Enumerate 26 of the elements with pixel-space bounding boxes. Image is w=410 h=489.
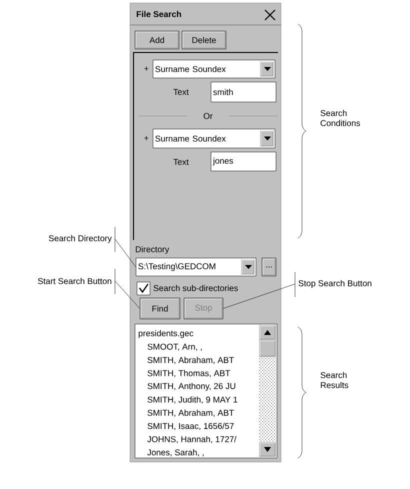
dropdown: S:\Testing\GEDCOM (136, 258, 256, 276)
brace-label: Search Conditions (320, 110, 360, 126)
button: Add (134, 30, 180, 50)
leader-line (114, 238, 136, 268)
dropdown: Surname Soundex (152, 60, 276, 78)
input-field: jones (210, 152, 276, 172)
input-field: smith (210, 82, 276, 102)
button: Delete (182, 30, 226, 50)
plus-sign: + (144, 136, 148, 140)
leader-line (114, 280, 140, 309)
button: Stop (184, 298, 224, 320)
field-label: Directory (136, 246, 170, 254)
results-list: presidents.gec SMOOT, Arn, , SMITH, Abraham, ABT SMITH, Thomas, ABT SMITH, Anthony, 26 JU SMITH, Judith, 9 MAY 1 SMITH, Abraham, ABT SMITH, Isaac, 1656/57 JOHNS, Hannah, 1727/ Jones, Sarah, , (138, 325, 276, 457)
checkbox-label: Search sub-directories (154, 284, 238, 292)
button: ... (262, 258, 276, 276)
brace-label: Search Results (320, 372, 348, 388)
plus-sign: + (144, 66, 148, 71)
callout-text: Search Directory (48, 235, 112, 243)
callout-text: Stop Search Button (298, 280, 372, 288)
dropdown: Surname Soundex (152, 128, 276, 148)
callout-text: Start Search Button (38, 278, 112, 284)
divider-label: Or (204, 113, 213, 119)
leader-line (223, 284, 296, 309)
field-label: Text (173, 89, 189, 95)
field-label: Text (173, 159, 189, 165)
button: Find (140, 298, 180, 320)
